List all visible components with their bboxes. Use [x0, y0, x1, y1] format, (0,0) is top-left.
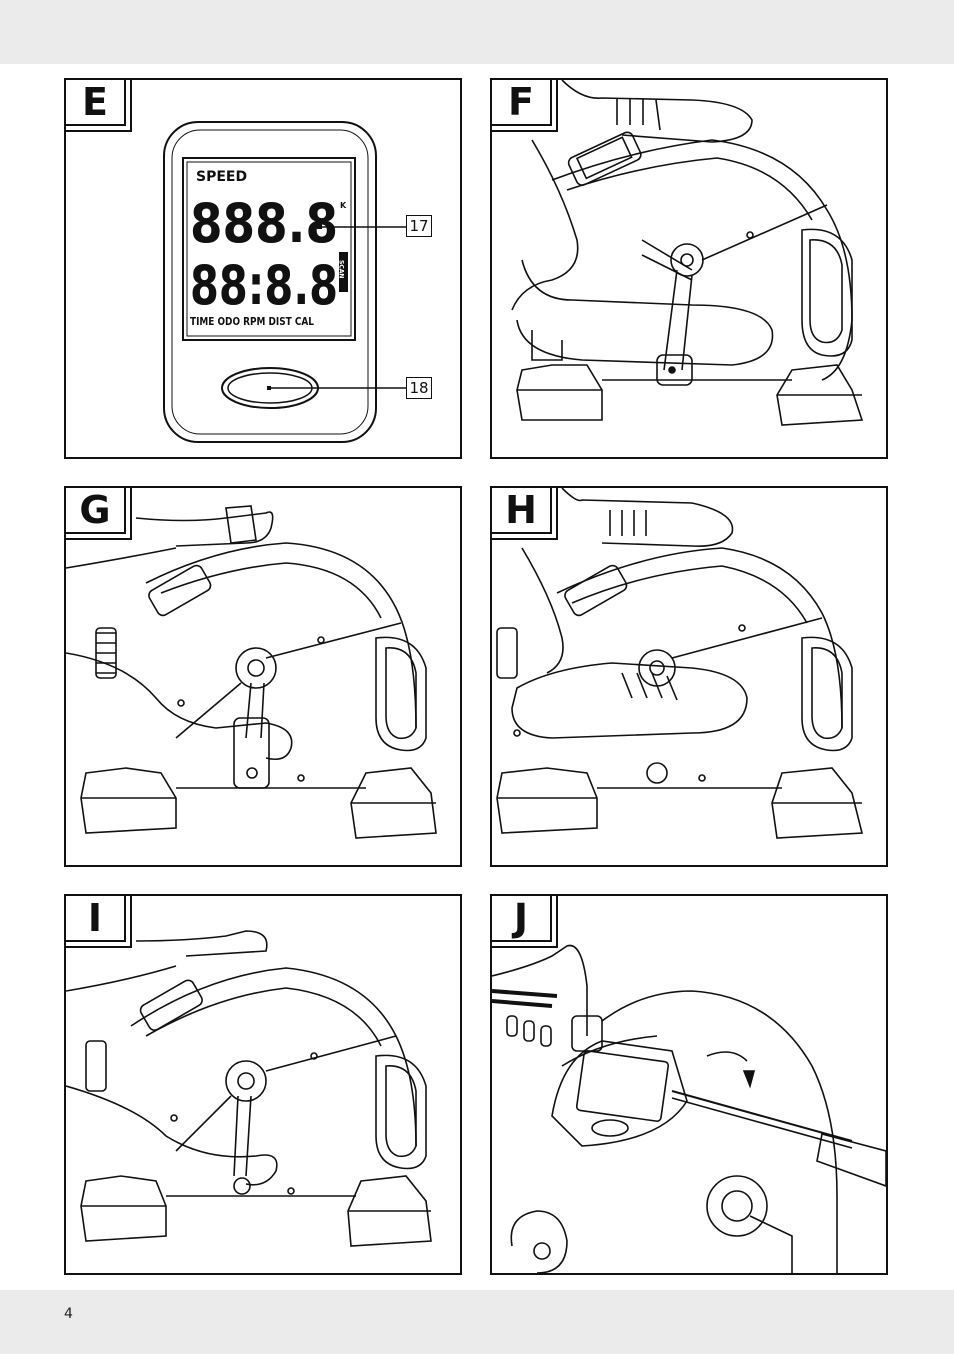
mode-labels: TIME ODO RPM DIST CAL [190, 315, 314, 328]
tension-knob [510, 1210, 568, 1273]
panel-label-e: E [66, 80, 126, 126]
shoe [511, 662, 748, 739]
tension-knob [496, 627, 518, 679]
figure-panel-i: I [64, 894, 462, 1275]
figure-panel-h: H [490, 486, 888, 867]
crank-hub [225, 1060, 267, 1102]
front-wheel-cover [801, 636, 853, 752]
figure-panel-j: J [490, 894, 888, 1275]
front-wheel-cover [375, 1054, 427, 1170]
display-illustration: SPEED 888.8 K 88:8.8 SCAN TIME ODO RPM D… [163, 121, 406, 443]
display-screen [575, 1050, 670, 1122]
front-wheel-cover [375, 636, 427, 752]
panel-label-f: F [492, 80, 552, 126]
panel-label-i: I [66, 896, 126, 942]
rear-foot-left [516, 364, 603, 421]
display-unit [139, 979, 203, 1031]
lcd-digits-top: 888.8 [190, 192, 338, 255]
rear-foot-left [80, 1175, 167, 1242]
scan-indicator [339, 252, 348, 292]
display-unit [564, 564, 628, 617]
panel-label-g: G [66, 488, 126, 534]
screwdriver-handle [816, 1133, 886, 1187]
top-band [0, 0, 954, 64]
hand-pedal-illustration [66, 505, 437, 839]
rear-foot-left [80, 767, 177, 834]
front-wheel-cover [801, 228, 853, 357]
speed-label: SPEED [196, 169, 247, 185]
display-unit [148, 564, 212, 617]
screwdriver-illustration [492, 944, 886, 1273]
foot-pedal-illustration [511, 80, 864, 426]
bottom-band [0, 1290, 954, 1354]
scan-label: SCAN [338, 260, 345, 278]
hand-crank-illustration [66, 930, 432, 1247]
lcd-digits-bottom: 88:8.8 [190, 254, 338, 317]
unit-k-label: K [340, 201, 347, 210]
lcd-screen [182, 157, 356, 341]
callout-18: 18 [406, 377, 432, 399]
rear-foot-left [496, 767, 598, 834]
callout-17: 17 [406, 215, 432, 237]
panel-label-j: J [492, 896, 552, 942]
figure-panel-g: G [64, 486, 462, 867]
page-number: 4 [64, 1306, 73, 1322]
figure-panel-f: F [490, 78, 888, 459]
pedal [656, 354, 693, 386]
figure-panel-e: SPEED 888.8 K 88:8.8 SCAN TIME ODO RPM D… [64, 78, 462, 459]
tension-knob [85, 1040, 107, 1092]
foot-pedal-side-illustration [496, 488, 864, 839]
crank-hub [235, 647, 277, 689]
display-unit [551, 1040, 688, 1147]
panel-label-h: H [492, 488, 552, 534]
display-unit [567, 131, 642, 186]
